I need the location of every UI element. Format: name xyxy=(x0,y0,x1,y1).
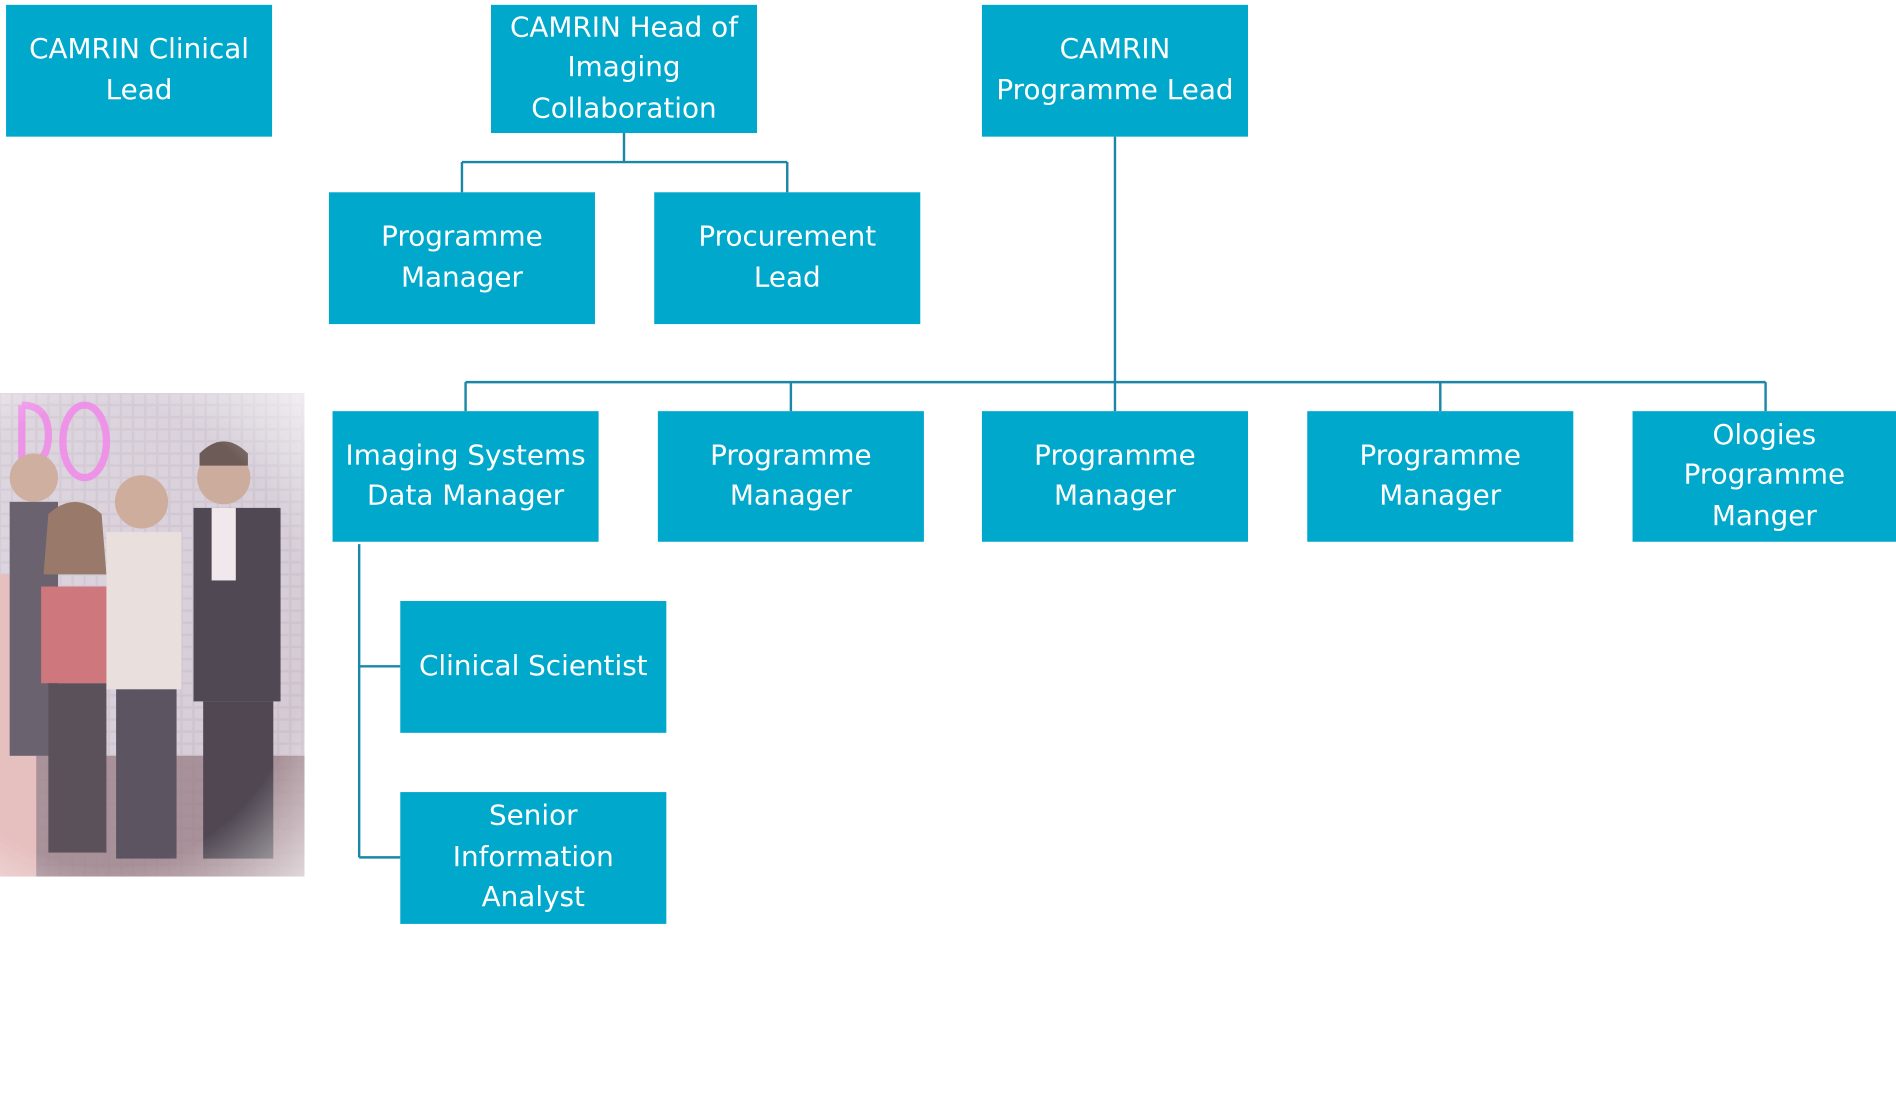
node-procurement-lead: Procurement Lead xyxy=(654,192,921,325)
node-label: Senior Information Analyst xyxy=(452,801,614,914)
node-label: Programme Manager xyxy=(710,439,872,512)
node-label: Programme Manager xyxy=(1034,439,1196,512)
node-imaging-systems-data-manager: Imaging Systems Data Manager xyxy=(332,411,599,542)
node-label: Programme Manager xyxy=(1359,439,1522,512)
node-label: CAMRIN Head of Imaging Collaboration xyxy=(509,12,738,125)
node-clinical-lead: CAMRIN Clinical Lead xyxy=(6,4,273,137)
node-label: CAMRIN Clinical Lead xyxy=(29,34,250,106)
node-programme-manager-2: Programme Manager xyxy=(657,411,924,542)
node-programme-manager-left: Programme Manager xyxy=(328,192,595,325)
node-programme-manager-4: Programme Manager xyxy=(1307,411,1574,542)
node-label: Imaging Systems Data Manager xyxy=(345,439,586,512)
node-clinical-scientist: Clinical Scientist xyxy=(400,601,667,733)
node-ologies-programme-manager: Ologies Programme Manger xyxy=(1632,411,1896,542)
node-programme-lead: CAMRIN Programme Lead xyxy=(981,4,1248,137)
node-label: Procurement Lead xyxy=(698,221,877,294)
node-senior-information-analyst: Senior Information Analyst xyxy=(400,792,667,924)
team-photo xyxy=(0,393,305,877)
node-label: CAMRIN Programme Lead xyxy=(996,34,1234,106)
node-head-of-imaging: CAMRIN Head of Imaging Collaboration xyxy=(490,4,758,134)
node-label: Clinical Scientist xyxy=(419,650,648,682)
node-label: Ologies Programme Manger xyxy=(1683,419,1846,532)
connector-lines xyxy=(357,133,1767,859)
node-programme-manager-3: Programme Manager xyxy=(981,411,1248,542)
node-label: Programme Manager xyxy=(381,221,543,294)
